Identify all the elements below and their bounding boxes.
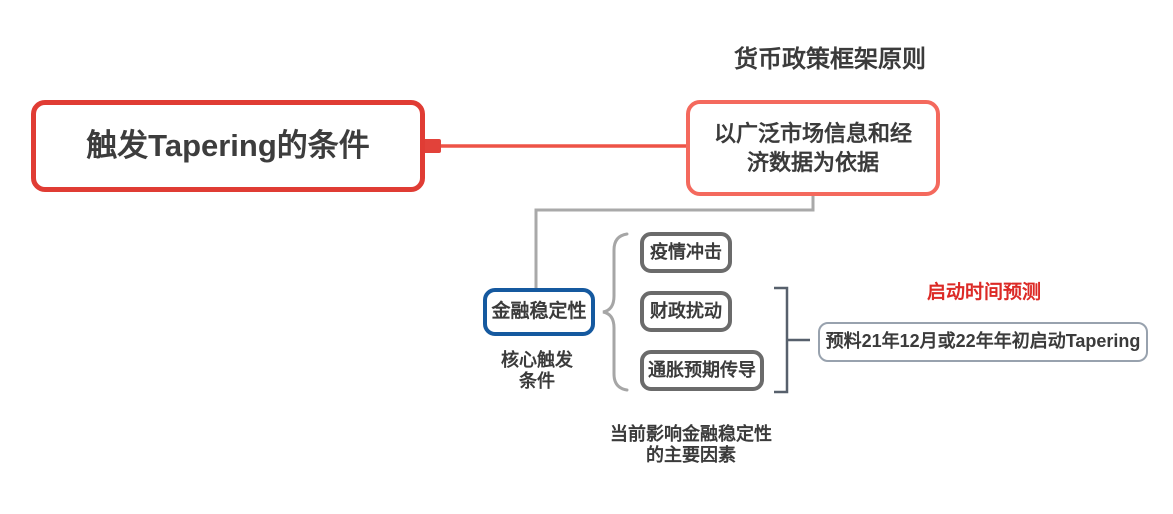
label-monetary-policy-framework[interactable]: 货币政策框架原则 (734, 46, 926, 73)
connector-nub (423, 139, 441, 153)
node-factor-inflation-expectation[interactable]: 通胀预期传导 (640, 350, 764, 391)
bracket-connector (774, 286, 789, 394)
node-financial-stability[interactable]: 金融稳定性 (483, 288, 595, 336)
node-framework-principle[interactable]: 以广泛市场信息和经 济数据为依据 (686, 100, 940, 196)
label-launch-timing-forecast[interactable]: 启动时间预测 (926, 282, 1041, 303)
label-core-trigger-condition[interactable]: 核心触发 条件 (501, 350, 573, 392)
label-main-factors-note[interactable]: 当前影响金融稳定性 的主要因素 (610, 424, 772, 466)
node-factor-pandemic-shock[interactable]: 疫情冲击 (640, 232, 732, 273)
node-root-trigger-conditions[interactable]: 触发Tapering的条件 (31, 100, 425, 192)
node-timing-prediction[interactable]: 预料21年12月或22年年初启动Tapering (818, 322, 1148, 362)
node-factor-fiscal-disturbance[interactable]: 财政扰动 (640, 291, 732, 332)
